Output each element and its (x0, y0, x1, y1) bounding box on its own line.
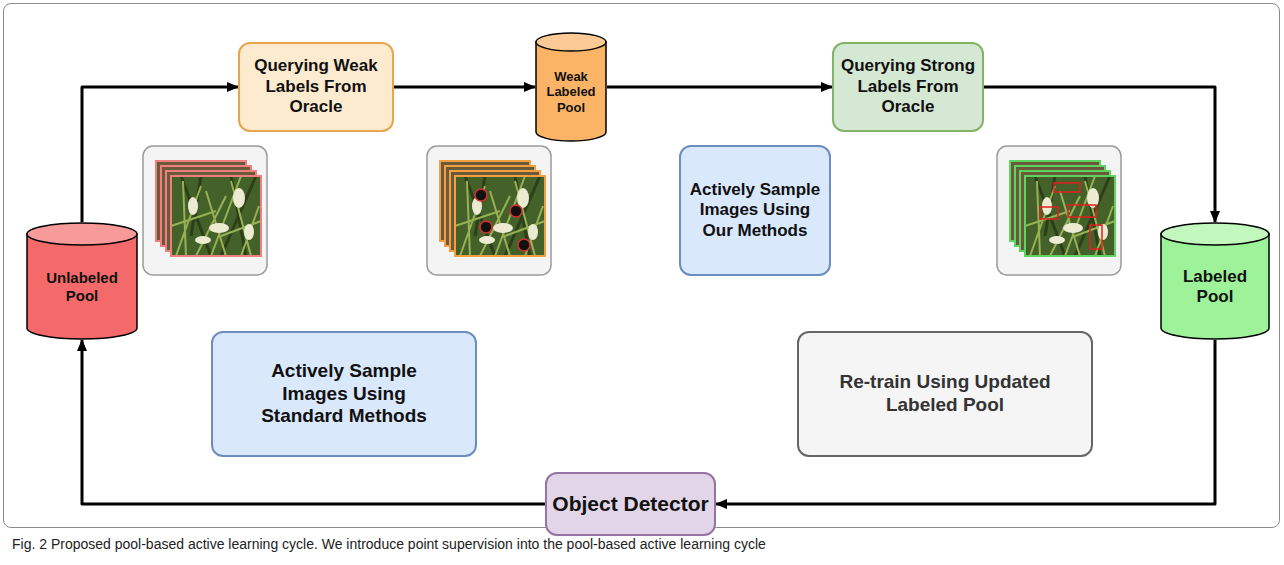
retrain-box: Re-train Using Updated Labeled Pool (797, 331, 1093, 457)
text-group: Actively Sample Images Using Our Methods (681, 153, 829, 268)
node-label: Querying Strong Labels From Oracle (838, 56, 978, 117)
node-label: Labeled Pool (1164, 267, 1266, 308)
flow-arrow (82, 87, 238, 222)
text-group: Unlabeled Pool (26, 248, 138, 326)
unlabeled-pool-cylinder: Unlabeled Pool (26, 222, 138, 340)
node-label: Object Detector (552, 491, 708, 516)
text-group: Labeled Pool (1160, 248, 1270, 326)
text-group: Weak Labeled Pool (535, 54, 607, 130)
node-label: Actively Sample Images Using Standard Me… (255, 360, 433, 428)
node-label: Querying Weak Labels From Oracle (246, 56, 386, 117)
flow-arrow (394, 86, 535, 89)
node-label: Unlabeled Pool (30, 269, 134, 305)
node-label: Actively Sample Images Using Our Methods (688, 180, 822, 241)
box-labeled-image-stack (996, 145, 1122, 276)
flow-arrow (607, 86, 832, 89)
query-weak-box: Querying Weak Labels From Oracle (238, 42, 394, 132)
node-label: Weak Labeled Pool (539, 69, 603, 116)
text-group: Re-train Using Updated Labeled Pool (799, 339, 1091, 449)
labeled-pool-cylinder: Labeled Pool (1160, 222, 1270, 340)
text-group: Querying Strong Labels From Oracle (834, 50, 982, 124)
query-strong-box: Querying Strong Labels From Oracle (832, 42, 984, 132)
text-group: Querying Weak Labels From Oracle (240, 50, 392, 124)
flow-arrow (984, 87, 1215, 222)
standard-sampling-box: Actively Sample Images Using Standard Me… (211, 331, 477, 457)
text-group: Object Detector (547, 480, 714, 528)
node-label: Re-train Using Updated Labeled Pool (820, 371, 1070, 417)
text-group: Actively Sample Images Using Standard Me… (213, 339, 475, 449)
weak-labeled-pool-cylinder: Weak Labeled Pool (535, 32, 607, 142)
object-detector-box: Object Detector (545, 472, 716, 536)
unlabeled-image-stack (142, 145, 268, 276)
figure-caption: Fig. 2 Proposed pool-based active learni… (12, 536, 766, 552)
our-sampling-box: Actively Sample Images Using Our Methods (679, 145, 831, 276)
point-labeled-image-stack (426, 145, 552, 276)
